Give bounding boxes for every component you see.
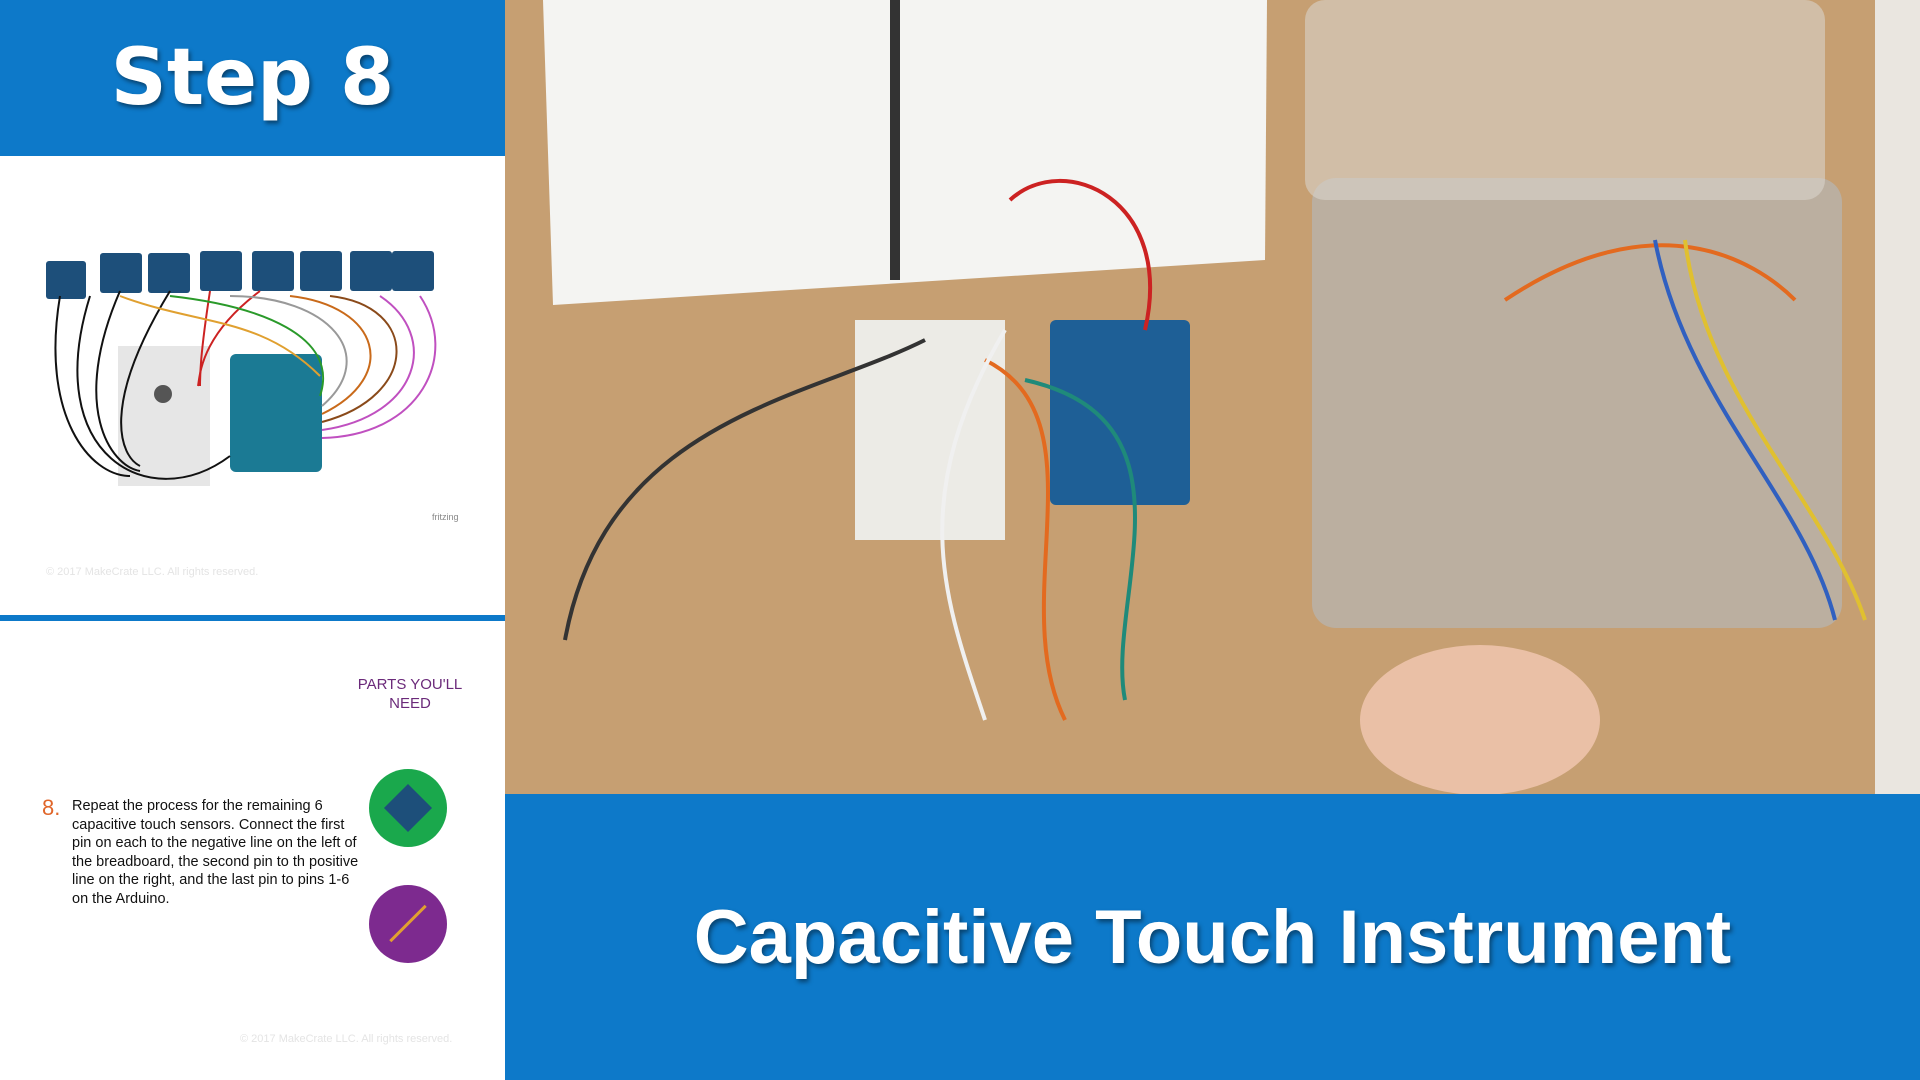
step-title: Step 8 [110,33,395,123]
workbench-photo [505,0,1920,794]
touch-sensor-icon [369,769,447,847]
diagram-copyright: © 2017 MakeCrate LLC. All rights reserve… [46,566,259,578]
parts-heading: PARTS YOU'LL NEED [357,676,463,712]
fritzing-credit: fritzing [432,512,459,522]
instructions-copyright: © 2017 MakeCrate LLC. All rights reserve… [240,1033,453,1045]
arduino-photo [1050,320,1190,505]
panel-divider [0,615,505,621]
breadboard [118,346,210,486]
breadboard-photo [855,320,1005,540]
hand [1360,645,1600,794]
instruction-booklet [543,0,1267,305]
wiring-diagram [46,251,437,486]
touch-sensors [46,251,434,299]
step-text: Repeat the process for the remaining 6 c… [72,798,359,907]
wiring-diagram-panel: fritzing © 2017 MakeCrate LLC. All right… [0,156,505,615]
step-number: 8. [42,795,61,820]
video-frame [505,0,1920,794]
step-header: Step 8 [0,0,505,156]
instructions-panel: PARTS YOU'LL NEED 8. Repeat the process … [0,621,505,1080]
storage-case [1312,178,1842,628]
jumper-wire-icon [369,885,447,963]
video-title-banner: Capacitive Touch Instrument [505,794,1920,1080]
arduino-board [230,354,322,472]
video-title: Capacitive Touch Instrument [693,894,1732,980]
